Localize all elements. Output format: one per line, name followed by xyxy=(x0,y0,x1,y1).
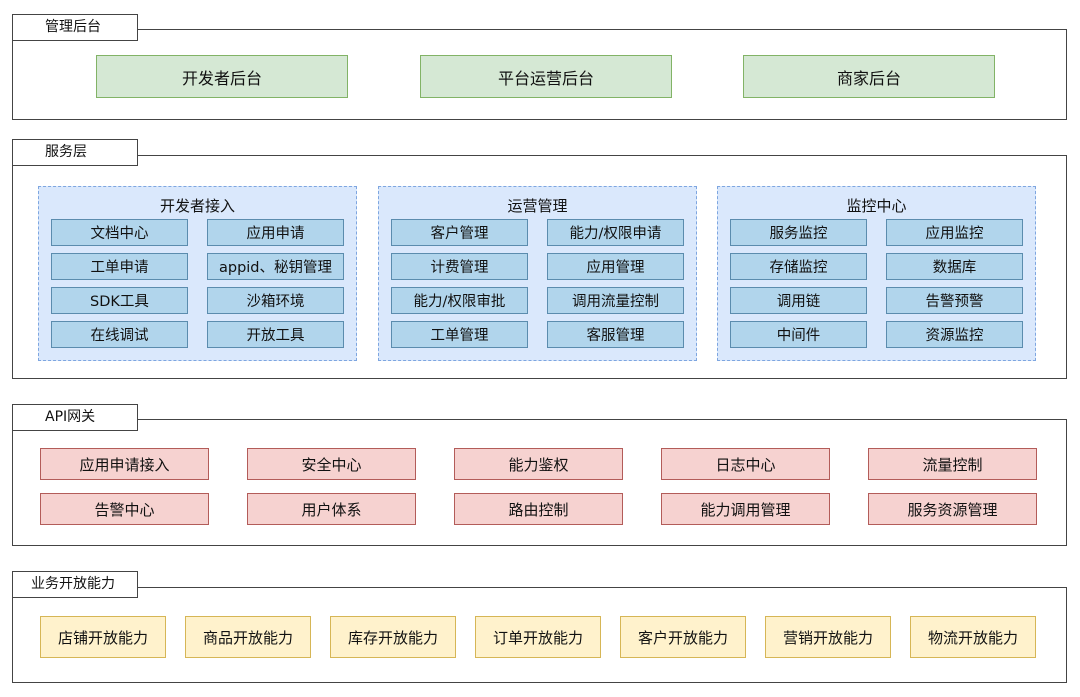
monitoring-center-title: 监控中心 xyxy=(846,197,907,215)
merchant-console-box: 商家后台 xyxy=(743,55,995,98)
service-resource-manage-box: 服务资源管理 xyxy=(868,493,1037,525)
service-layer-title: 服务层 xyxy=(12,139,138,166)
middleware-box: 中间件 xyxy=(730,321,867,348)
platform-operations-console-box: 平台运营后台 xyxy=(420,55,672,98)
log-center-box: 日志中心 xyxy=(661,448,830,480)
order-capability-box: 订单开放能力 xyxy=(475,616,601,658)
inventory-capability-box: 库存开放能力 xyxy=(330,616,456,658)
operations-management-title: 运营管理 xyxy=(507,197,568,215)
app-manage-box: 应用管理 xyxy=(547,253,684,280)
appid-key-manage-box: appid、秘钥管理 xyxy=(207,253,344,280)
flow-control-box: 流量控制 xyxy=(868,448,1037,480)
logistics-capability-box: 物流开放能力 xyxy=(910,616,1036,658)
app-apply-access-box: 应用申请接入 xyxy=(40,448,209,480)
developer-access-title: 开发者接入 xyxy=(159,197,235,215)
capability-call-manage-box: 能力调用管理 xyxy=(661,493,830,525)
capability-auth-box: 能力鉴权 xyxy=(454,448,623,480)
user-system-box: 用户体系 xyxy=(247,493,416,525)
call-flow-control-box: 调用流量控制 xyxy=(547,287,684,314)
alarm-warning-box: 告警预警 xyxy=(886,287,1023,314)
customer-manage-box: 客户管理 xyxy=(391,219,528,246)
storage-monitor-box: 存储监控 xyxy=(730,253,867,280)
admin-layer-title: 管理后台 xyxy=(12,14,138,41)
service-monitor-box: 服务监控 xyxy=(730,219,867,246)
resource-monitor-box: 资源监控 xyxy=(886,321,1023,348)
api-gateway-layer xyxy=(12,419,1067,546)
marketing-capability-box: 营销开放能力 xyxy=(765,616,891,658)
sandbox-box: 沙箱环境 xyxy=(207,287,344,314)
route-control-box: 路由控制 xyxy=(454,493,623,525)
call-chain-box: 调用链 xyxy=(730,287,867,314)
app-monitor-box: 应用监控 xyxy=(886,219,1023,246)
online-debug-box: 在线调试 xyxy=(51,321,188,348)
goods-capability-box: 商品开放能力 xyxy=(185,616,311,658)
capability-permission-approve-box: 能力/权限审批 xyxy=(391,287,528,314)
security-center-box: 安全中心 xyxy=(247,448,416,480)
customer-capability-box: 客户开放能力 xyxy=(620,616,746,658)
ticket-manage-box: 工单管理 xyxy=(391,321,528,348)
business-capability-layer-title: 业务开放能力 xyxy=(12,571,138,598)
open-tools-box: 开放工具 xyxy=(207,321,344,348)
developer-console-box: 开发者后台 xyxy=(96,55,348,98)
ticket-apply-box: 工单申请 xyxy=(51,253,188,280)
database-box: 数据库 xyxy=(886,253,1023,280)
alarm-center-box: 告警中心 xyxy=(40,493,209,525)
sdk-tools-box: SDK工具 xyxy=(51,287,188,314)
api-gateway-layer-title: API网关 xyxy=(12,404,138,431)
billing-manage-box: 计费管理 xyxy=(391,253,528,280)
doc-center-box: 文档中心 xyxy=(51,219,188,246)
shop-capability-box: 店铺开放能力 xyxy=(40,616,166,658)
customer-service-manage-box: 客服管理 xyxy=(547,321,684,348)
capability-permission-apply-box: 能力/权限申请 xyxy=(547,219,684,246)
app-apply-box: 应用申请 xyxy=(207,219,344,246)
